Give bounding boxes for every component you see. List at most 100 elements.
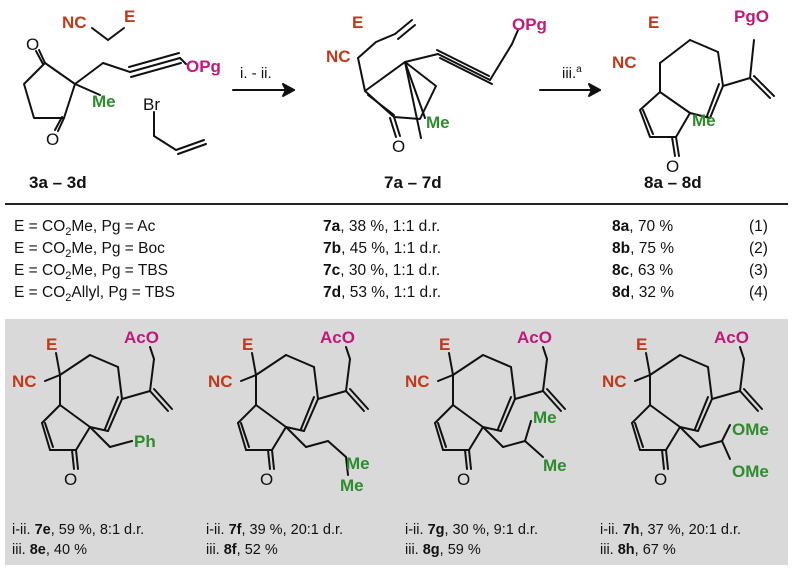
bond (542, 390, 562, 412)
bond (345, 390, 365, 412)
bond (510, 366, 516, 400)
analog-nc: NC (602, 372, 627, 391)
table-cell-7: 7d, 53 %, 1:1 d.r. (323, 284, 442, 301)
bond (75, 449, 79, 470)
table-cell-7: 7b, 45 %, 1:1 d.r. (323, 240, 442, 257)
bond (349, 388, 369, 410)
bond (317, 390, 347, 400)
sm-o2: O (46, 130, 59, 149)
analog-o: O (654, 470, 667, 489)
caption-7e: i-ii. 7e, 59 %, 8:1 d.r. (12, 522, 145, 538)
table-entry: (4) (749, 284, 768, 301)
analog-e: E (242, 335, 253, 354)
mid-e: E (352, 13, 363, 32)
bond (464, 449, 468, 470)
bond (89, 354, 119, 368)
analog-aco: AcO (714, 328, 749, 347)
analog-o: O (457, 470, 470, 489)
analog-nc: NC (208, 372, 233, 391)
bond (661, 449, 665, 470)
sm-o1: O (26, 35, 39, 54)
analog-aco: AcO (517, 328, 552, 347)
prod-pgo: PgO (734, 7, 769, 26)
mid-o: O (392, 137, 405, 156)
bond (59, 404, 91, 428)
bond (482, 426, 504, 448)
bond (452, 354, 484, 376)
table-cell-8: 8c, 63 % (612, 262, 674, 279)
bond (707, 366, 713, 400)
bond (305, 440, 329, 448)
bond (665, 426, 681, 451)
bond (645, 352, 651, 376)
bond (271, 426, 287, 451)
analog-e: E (636, 335, 647, 354)
bond (437, 374, 454, 382)
table-row: E = CO2Me, Pg = Ac (14, 218, 156, 239)
analog-nc: NC (405, 372, 430, 391)
bond (89, 426, 109, 432)
reagent-nc: NC (62, 13, 87, 32)
bond (434, 422, 444, 451)
sm-br: Br (143, 95, 160, 114)
analog-sub: OMe (732, 462, 769, 481)
bond (267, 449, 271, 470)
mid-opg: OPg (512, 15, 547, 34)
caption-8e: iii. 8e, 40 % (12, 542, 87, 558)
bond (524, 420, 532, 442)
bond (71, 449, 75, 470)
bond (345, 346, 351, 360)
separator-line (5, 203, 788, 205)
bond (149, 346, 155, 360)
bond (44, 422, 54, 448)
bond (468, 449, 472, 470)
bond (634, 374, 651, 382)
caption-7g: i-ii. 7g, 30 %, 9:1 d.r. (405, 522, 538, 538)
analog-aco: AcO (320, 328, 355, 347)
table-row: E = CO2Me, Pg = Boc (14, 240, 165, 261)
bond (44, 374, 61, 382)
bond (121, 390, 151, 400)
bond (694, 396, 709, 430)
table-cell-8: 8a, 70 % (612, 218, 674, 235)
bond (255, 404, 287, 428)
table-row: E = CO2Me, Pg = TBS (14, 262, 169, 283)
analog-sub: Me (346, 454, 370, 473)
caption-7h: i-ii. 7h, 37 %, 20:1 d.r. (600, 522, 742, 538)
sm-label: 3a – 3d (29, 173, 87, 192)
bond (149, 390, 169, 412)
sm-me: Me (92, 92, 116, 111)
bond (739, 390, 759, 412)
table-cell-7: 7c, 30 %, 1:1 d.r. (323, 262, 441, 279)
sm-opg: OPg (186, 57, 221, 76)
bond (104, 396, 119, 430)
caption-7f: i-ii. 7f, 39 %, 20:1 d.r. (206, 522, 344, 538)
bond (699, 440, 723, 448)
bond (237, 422, 247, 451)
bond (41, 404, 61, 424)
bond (482, 426, 502, 432)
bond (153, 388, 173, 410)
bond (497, 396, 512, 430)
bond (634, 422, 644, 448)
bond (109, 440, 133, 448)
analog-e: E (46, 335, 57, 354)
analog-structures: ENCAcOOPhENCAcOOMeMeENCAcOOMeMeENCAcOOOM… (12, 328, 769, 495)
bond (524, 440, 544, 458)
bond (500, 398, 516, 432)
bond (55, 352, 61, 376)
bond (502, 440, 526, 448)
prod-label: 8a – 8d (644, 173, 702, 192)
bond (697, 398, 713, 432)
prod-e: E (648, 13, 659, 32)
bond (631, 422, 641, 451)
table-entry: (3) (749, 262, 768, 279)
analog-sub: Me (340, 476, 364, 495)
bond (285, 354, 315, 368)
bond (542, 346, 548, 360)
bond (255, 354, 287, 376)
bond (711, 390, 741, 400)
mid-me: Me (426, 113, 450, 132)
bond (452, 404, 484, 428)
